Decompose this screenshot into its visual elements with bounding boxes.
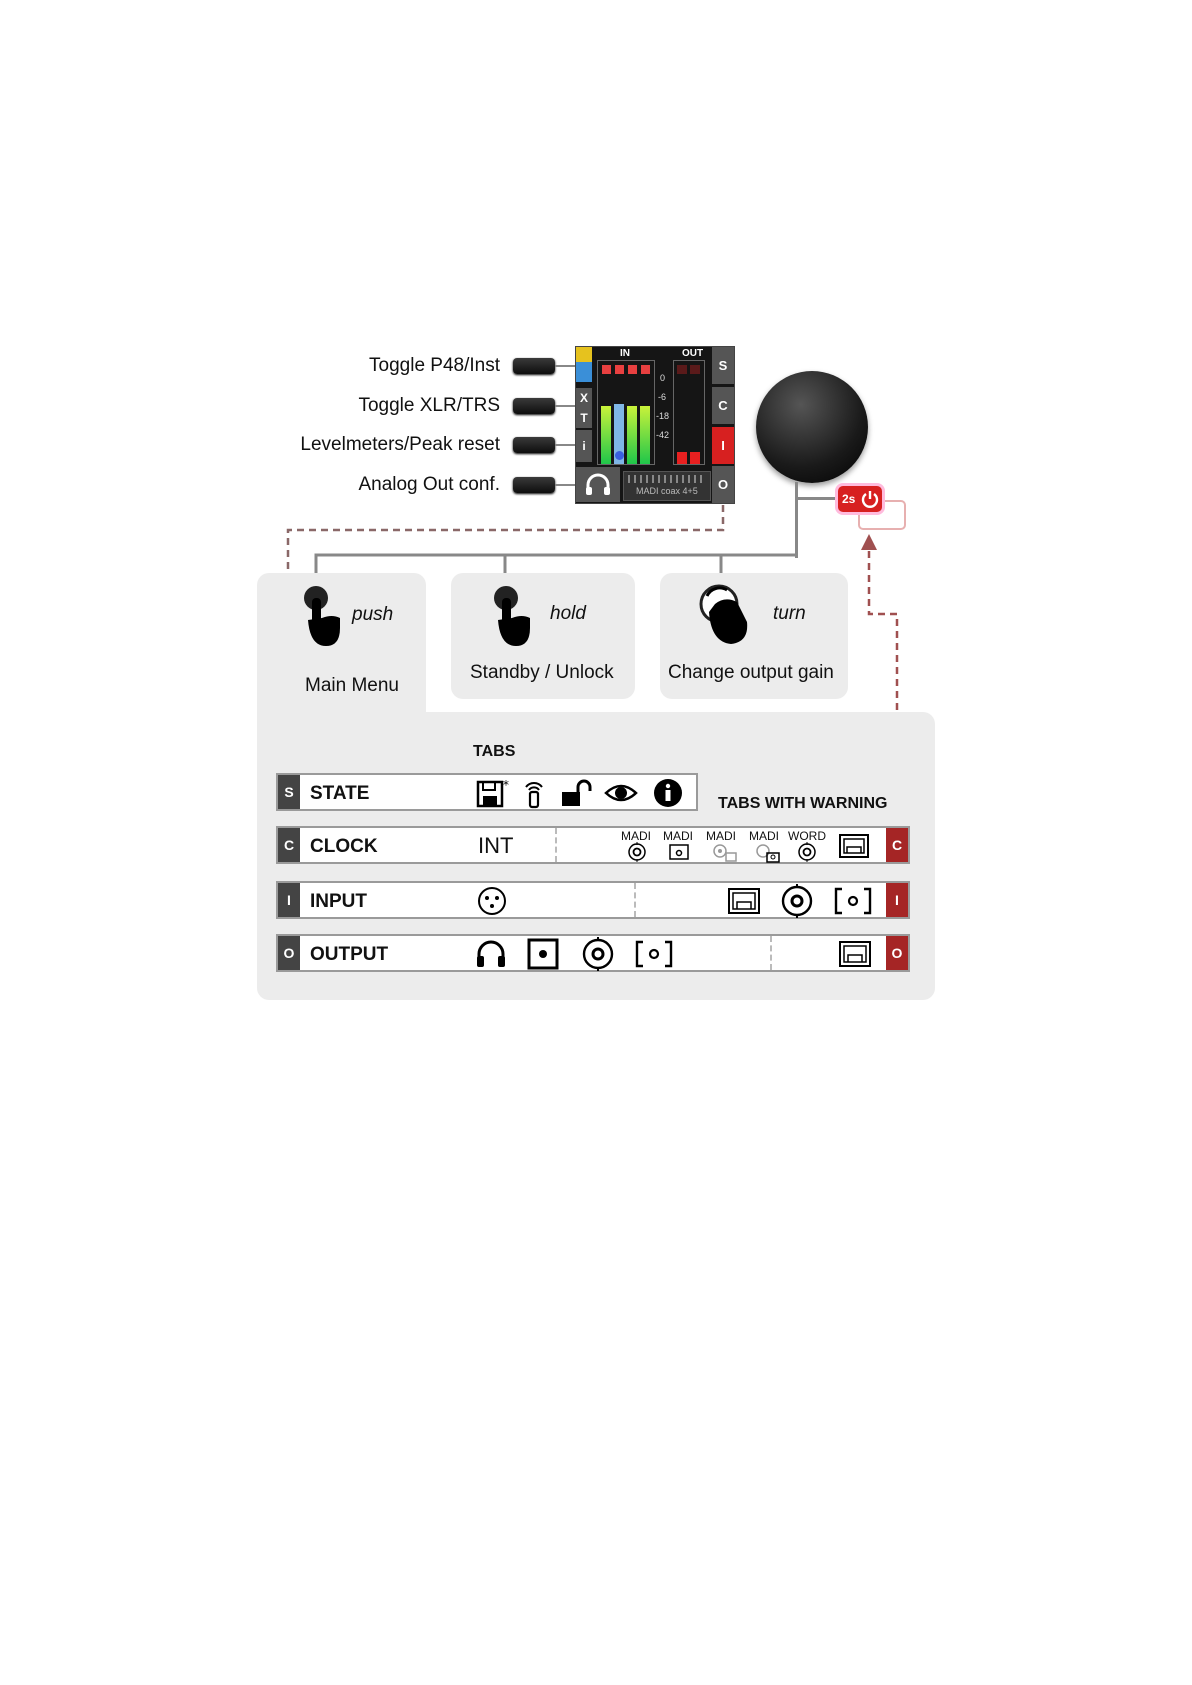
bnc-icon	[779, 884, 815, 918]
optical-icon	[834, 887, 872, 915]
tab-input-letter: I	[278, 883, 300, 917]
arrow-head-up	[861, 534, 877, 550]
bnc-icon	[580, 937, 616, 971]
warning-separator	[770, 936, 772, 970]
tab-state[interactable]: S STATE *	[276, 773, 698, 811]
tab-state-letter: S	[278, 775, 300, 809]
clock-source: INT	[478, 833, 513, 859]
madi-optical-loop-icon	[753, 841, 783, 865]
tab-clock[interactable]: C CLOCK INT MADI MADI MADI MADI WORD C	[276, 826, 910, 864]
tabs-heading: TABS	[473, 743, 515, 761]
tab-input[interactable]: I INPUT I	[276, 881, 910, 919]
headphone-icon	[475, 939, 507, 969]
xlr-icon	[477, 886, 507, 916]
tab-clock-warning: C	[886, 828, 908, 862]
ethernet-icon	[838, 833, 870, 859]
tab-clock-letter: C	[278, 828, 300, 862]
bnc-icon	[627, 842, 647, 862]
madi-bnc-loop-icon	[710, 841, 740, 865]
push-line	[316, 555, 795, 575]
unlock-icon	[560, 779, 592, 809]
tab-clock-name: CLOCK	[310, 836, 378, 858]
tab-output-warning: O	[886, 936, 908, 970]
tab-state-name: STATE	[310, 783, 369, 805]
word-label: WORD	[787, 829, 827, 843]
ethernet-icon	[838, 940, 872, 968]
turn-description: Change output gain	[668, 662, 834, 684]
svg-text:*: *	[503, 779, 509, 792]
remote-icon	[523, 779, 545, 809]
ethernet-icon	[727, 887, 761, 915]
hold-description: Standby / Unlock	[470, 662, 614, 684]
word-bnc-icon	[797, 842, 817, 862]
push-label: push	[352, 604, 393, 626]
push-hand-icon	[302, 584, 346, 650]
tab-input-name: INPUT	[310, 891, 367, 913]
tab-input-warning: I	[886, 883, 908, 917]
eye-icon	[604, 781, 638, 805]
madi-label-1: MADI	[616, 829, 656, 843]
trs-icon	[527, 938, 559, 970]
optical-icon	[635, 940, 673, 968]
warning-heading: TABS WITH WARNING	[718, 795, 887, 813]
save-icon: *	[476, 779, 510, 809]
tab-output-letter: O	[278, 936, 300, 970]
tab-output[interactable]: O OUTPUT O	[276, 934, 910, 972]
madi-label-2: MADI	[658, 829, 698, 843]
hold-hand-icon	[492, 584, 536, 650]
warning-separator	[555, 828, 557, 862]
info-icon	[653, 778, 683, 808]
optical-icon	[668, 843, 690, 861]
push-description: Main Menu	[305, 675, 399, 697]
tab-output-name: OUTPUT	[310, 944, 388, 966]
turn-hand-icon	[697, 582, 757, 648]
warning-separator	[634, 883, 636, 917]
turn-label: turn	[773, 603, 806, 625]
hold-label: hold	[550, 603, 586, 625]
